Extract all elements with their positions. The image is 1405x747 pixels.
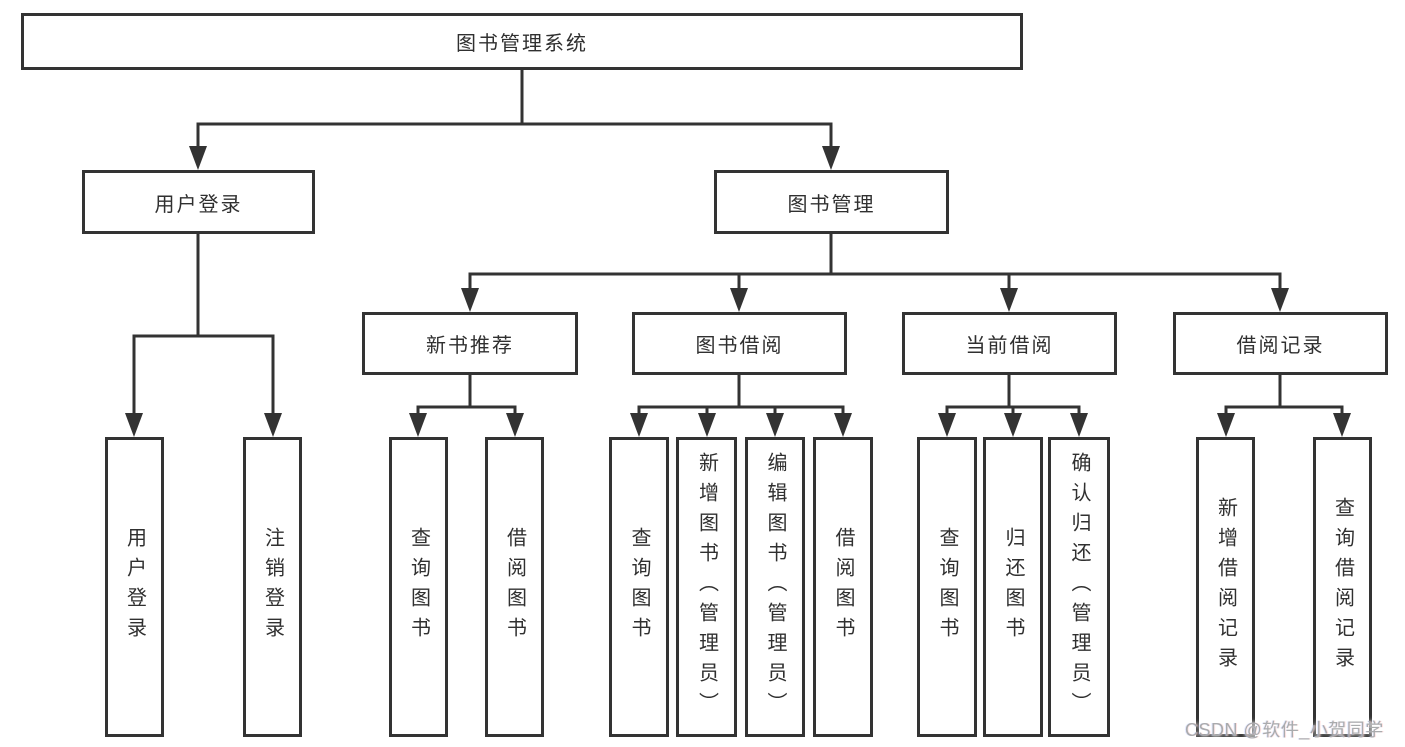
node-newbooks-query-books-label: 查询图书 xyxy=(407,527,430,647)
node-newbooks-borrow-books-label: 借阅图书 xyxy=(503,527,526,647)
node-borrow-books-leaf: 借阅图书 xyxy=(813,437,873,737)
node-edit-books-admin: 编辑图书（管理员） xyxy=(745,437,805,737)
node-borrow-books-leaf-label: 借阅图书 xyxy=(832,527,854,647)
node-new-book-recommend: 新书推荐 xyxy=(362,312,578,375)
node-newbooks-query-books: 查询图书 xyxy=(389,437,448,737)
node-book-borrowing: 图书借阅 xyxy=(632,312,847,375)
node-add-borrow-record: 新增借阅记录 xyxy=(1196,437,1255,737)
node-current-query-books: 查询图书 xyxy=(917,437,977,737)
node-return-books-label: 归还图书 xyxy=(1002,527,1024,647)
node-borrow-query-books: 查询图书 xyxy=(609,437,669,737)
watermark: CSDN @软件_小贺同学 xyxy=(1185,720,1384,740)
node-user-login-leaf: 用户登录 xyxy=(105,437,164,737)
node-user-login: 用户登录 xyxy=(82,170,315,234)
node-confirm-return-admin-label: 确认归还（管理员） xyxy=(1068,452,1090,722)
node-query-borrow-record: 查询借阅记录 xyxy=(1313,437,1372,737)
node-newbooks-borrow-books: 借阅图书 xyxy=(485,437,544,737)
node-edit-books-admin-label: 编辑图书（管理员） xyxy=(764,452,786,722)
connector-paths xyxy=(132,69,1344,416)
node-add-borrow-record-label: 新增借阅记录 xyxy=(1214,497,1237,677)
node-add-books-admin-label: 新增图书（管理员） xyxy=(695,452,718,722)
node-confirm-return-admin: 确认归还（管理员） xyxy=(1048,437,1110,737)
node-borrow-records: 借阅记录 xyxy=(1173,312,1388,375)
node-library-system: 图书管理系统 xyxy=(21,13,1023,70)
node-current-borrowing: 当前借阅 xyxy=(902,312,1117,375)
node-logout-leaf-label: 注销登录 xyxy=(261,527,284,647)
node-return-books: 归还图书 xyxy=(983,437,1043,737)
node-add-books-admin: 新增图书（管理员） xyxy=(676,437,737,737)
node-logout-leaf: 注销登录 xyxy=(243,437,302,737)
arrowhead-icons xyxy=(125,146,1351,437)
node-user-login-leaf-label: 用户登录 xyxy=(123,527,146,647)
node-book-management: 图书管理 xyxy=(714,170,949,234)
node-borrow-query-books-label: 查询图书 xyxy=(628,527,650,647)
node-query-borrow-record-label: 查询借阅记录 xyxy=(1331,497,1354,677)
node-current-query-books-label: 查询图书 xyxy=(936,527,958,647)
